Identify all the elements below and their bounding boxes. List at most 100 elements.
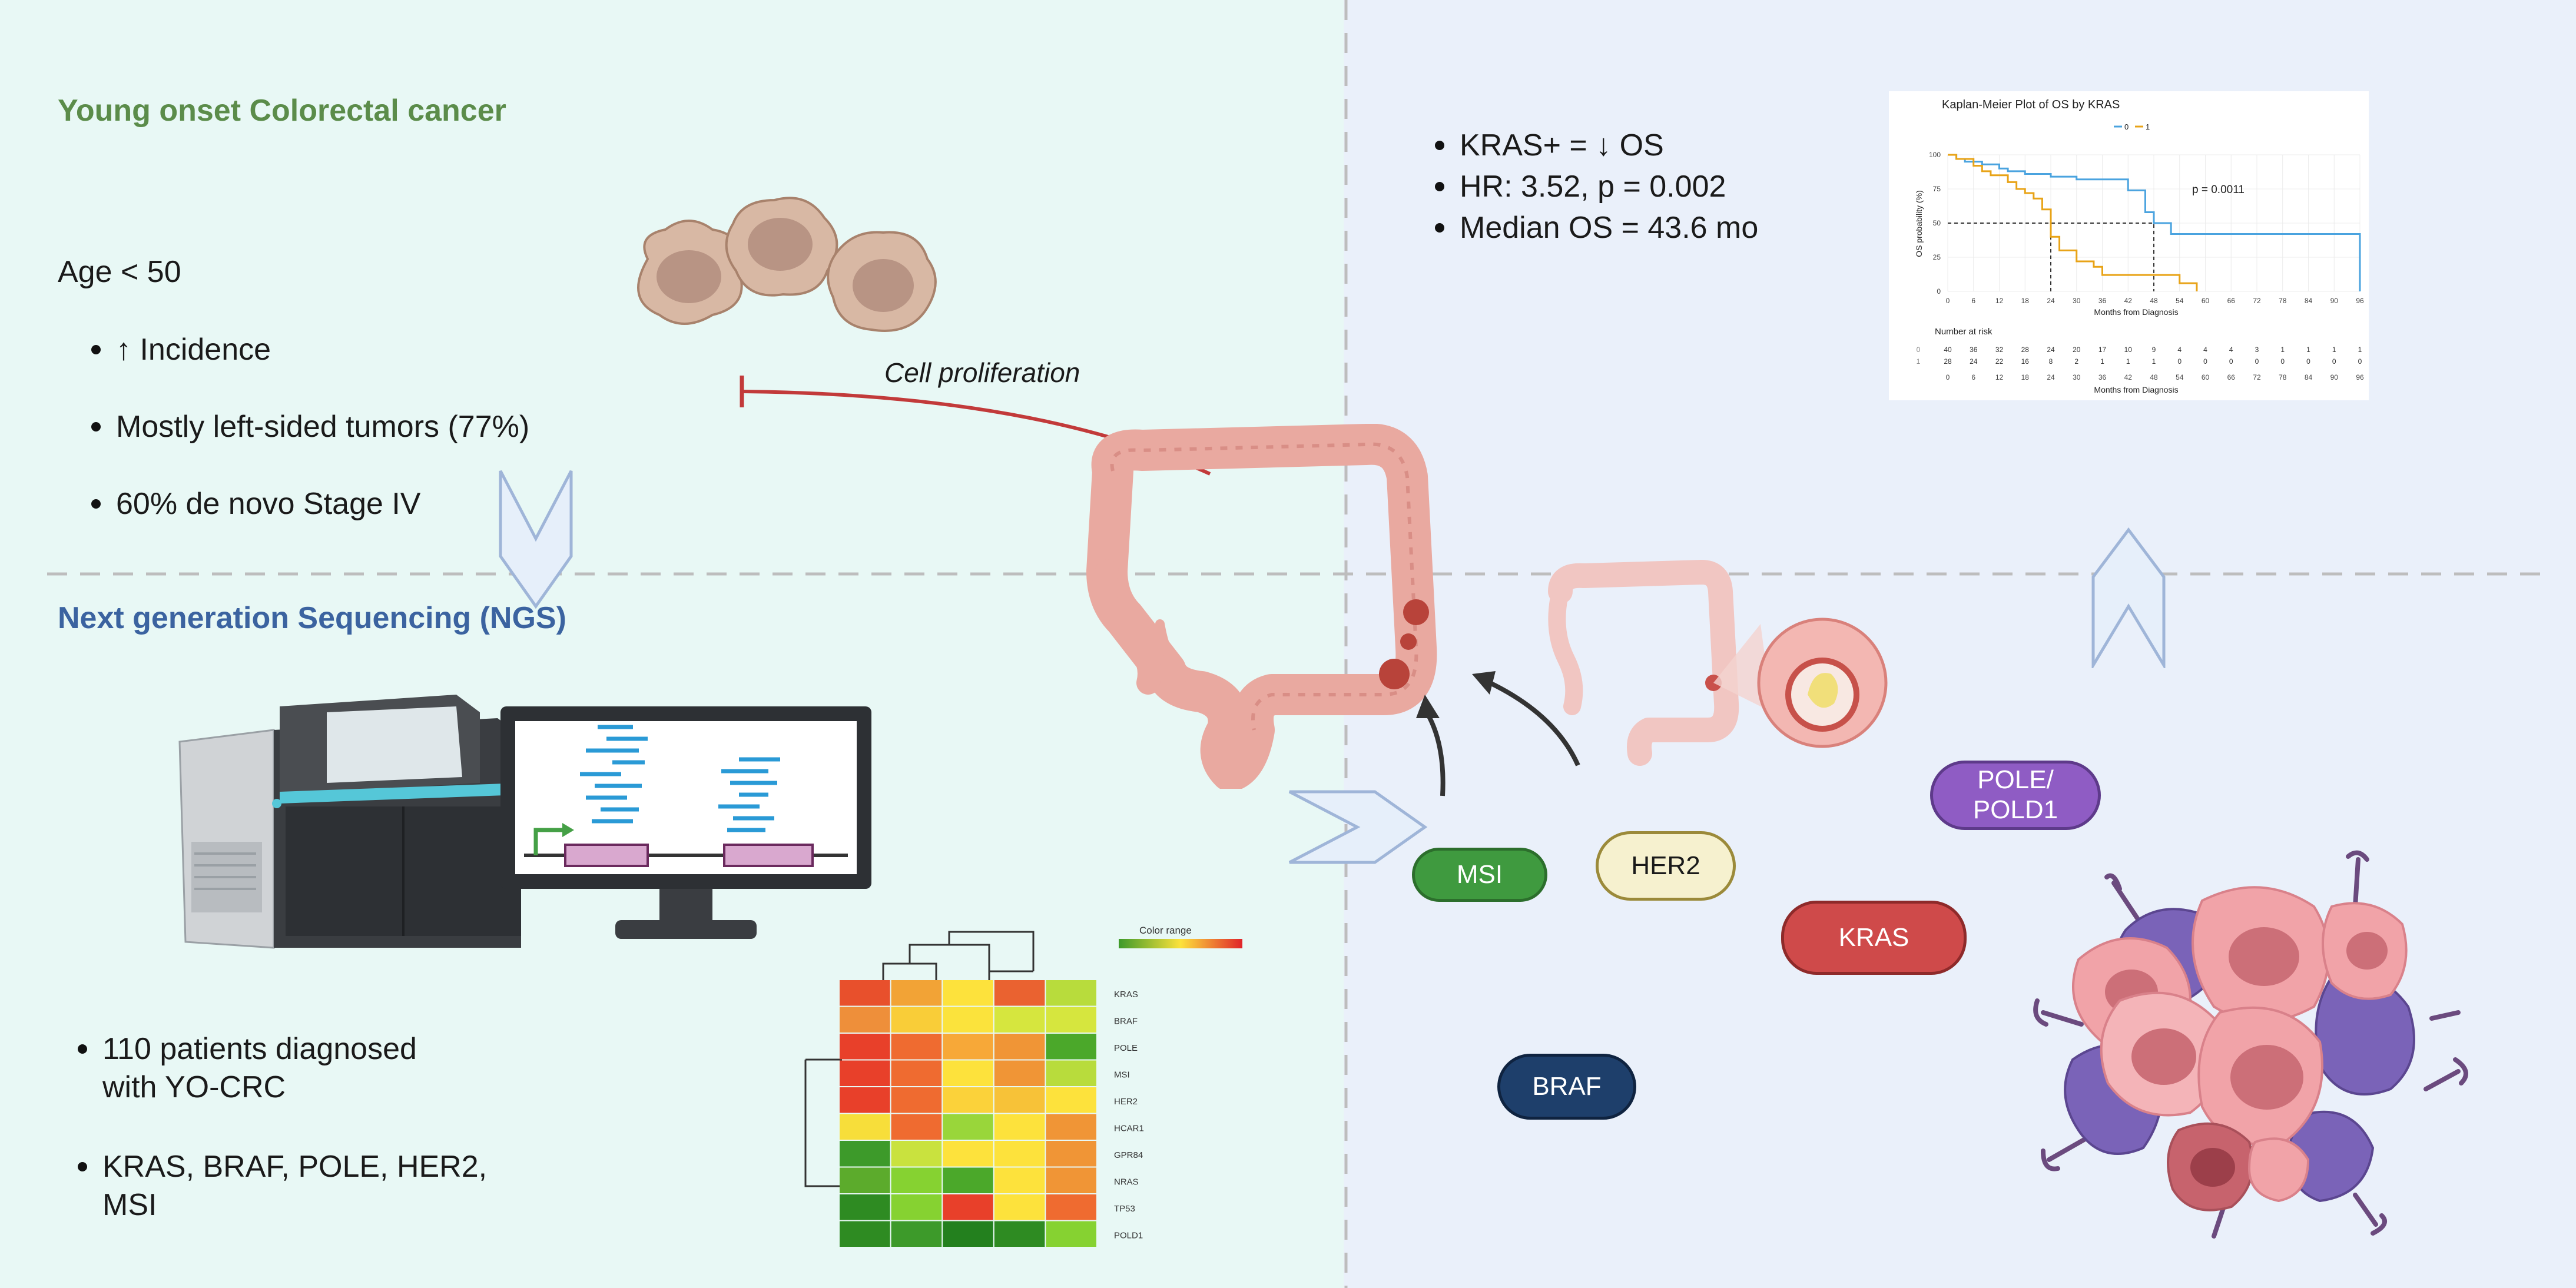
heatmap-row-labels: KRASBRAFPOLEMSIHER2HCAR1GPR84NRASTP53POL… <box>1114 990 1144 1241</box>
cancer-cells-illustration <box>637 197 937 332</box>
km-risk-value: 40 <box>1944 346 1952 354</box>
chevron-down-icon <box>499 470 573 609</box>
km-risk-value: 22 <box>1995 357 2004 366</box>
colon-illustration <box>1086 424 1437 789</box>
km-legend-1: 1 <box>2146 122 2150 131</box>
heatmap-cell <box>891 1221 942 1247</box>
km-risk-value: 0 <box>2280 357 2285 366</box>
km-risk-title: Number at risk <box>1935 327 1992 337</box>
heatmap-cell <box>840 1060 890 1086</box>
heatmap-cell <box>943 1114 993 1140</box>
heatmap-gene-label: NRAS <box>1114 1177 1139 1187</box>
heatmap-cells <box>840 980 1096 1247</box>
km-risk-value: 0 <box>1917 346 1921 354</box>
km-risk-x-tick: 54 <box>2176 373 2184 381</box>
heatmap-cell <box>943 980 993 1006</box>
heatmap-cell <box>943 1007 993 1033</box>
km-x-tick: 72 <box>2253 297 2261 305</box>
heatmap-cell <box>943 1167 993 1193</box>
km-risk-value: 1 <box>2306 346 2310 354</box>
km-x-tick: 60 <box>2202 297 2210 305</box>
heatmap-cell <box>840 1007 890 1033</box>
km-risk-x-tick: 48 <box>2150 373 2158 381</box>
heatmap-cell <box>891 1034 942 1060</box>
km-risk-value: 36 <box>1970 346 1978 354</box>
km-risk-value: 9 <box>2152 346 2156 354</box>
km-x-tick: 36 <box>2098 297 2107 305</box>
heatmap-cell <box>1046 1194 1096 1220</box>
heatmap-cell <box>840 1114 890 1140</box>
braf-pill: BRAF <box>1497 1054 1636 1120</box>
heatmap-cell <box>840 980 890 1006</box>
km-risk-value: 4 <box>2177 346 2182 354</box>
km-x-label: Months from Diagnosis <box>2094 307 2178 317</box>
heatmap-cell <box>994 1034 1045 1060</box>
heatmap-cell <box>891 1194 942 1220</box>
heatmap-cell <box>1046 1060 1096 1086</box>
km-y-tick: 50 <box>1933 219 1941 227</box>
pold1-label: POLD1 <box>1972 795 2058 824</box>
heatmap-cell <box>943 1034 993 1060</box>
km-x-tick: 48 <box>2150 297 2158 305</box>
heatmap: KRASBRAFPOLEMSIHER2HCAR1GPR84NRASTP53POL… <box>804 925 1242 1247</box>
km-risk-x-tick: 18 <box>2021 373 2030 381</box>
km-risk-x-tick: 36 <box>2098 373 2107 381</box>
km-risk-value: 1 <box>2152 357 2156 366</box>
km-y-tick: 25 <box>1933 253 1941 261</box>
km-risk-x-tick: 84 <box>2305 373 2313 381</box>
heatmap-cell <box>891 1114 942 1140</box>
heatmap-cell <box>1046 1034 1096 1060</box>
km-title: Kaplan-Meier Plot of OS by KRAS <box>1942 98 2120 111</box>
km-risk-value: 28 <box>1944 357 1952 366</box>
kaplan-meier-plot: Kaplan-Meier Plot of OS by KRAS 0 1 1 0 0 7… <box>1889 91 2369 400</box>
km-risk-value: 1 <box>2358 346 2362 354</box>
cell-proliferation-label: Cell proliferation <box>884 357 1080 388</box>
heatmap-cell <box>840 1141 890 1167</box>
km-x-tick: 18 <box>2021 297 2030 305</box>
km-risk-value: 0 <box>2255 357 2259 366</box>
heatmap-cell <box>994 980 1045 1006</box>
km-risk-value: 4 <box>2229 346 2233 354</box>
km-x-tick: 30 <box>2073 297 2081 305</box>
heatmap-cell <box>994 1114 1045 1140</box>
km-x-tick: 42 <box>2124 297 2133 305</box>
heatmap-cell <box>891 980 942 1006</box>
km-x-tick: 24 <box>2047 297 2055 305</box>
km-risk-value: 1 <box>2280 346 2285 354</box>
heatmap-cell <box>994 1087 1045 1113</box>
heatmap-gene-label: HCAR1 <box>1114 1123 1144 1133</box>
km-risk-x-tick: 12 <box>1995 373 2004 381</box>
km-risk-x-tick: 60 <box>2202 373 2210 381</box>
km-legend-0: 0 <box>2124 122 2129 131</box>
sequencer-illustration <box>178 695 521 949</box>
km-curves <box>1948 154 2361 291</box>
heatmap-gene-label: POLD1 <box>1114 1230 1143 1240</box>
heatmap-cell <box>994 1194 1045 1220</box>
curved-arrows <box>1416 671 1580 796</box>
heatmap-cell <box>891 1167 942 1193</box>
km-x-tick: 96 <box>2356 297 2364 305</box>
heatmap-cell <box>1046 1221 1096 1247</box>
age-criteria: Age < 50 <box>58 255 181 289</box>
km-risk-value: 17 <box>2098 346 2107 354</box>
heatmap-cell <box>994 1007 1045 1033</box>
heatmap-gene-label: MSI <box>1114 1070 1130 1080</box>
heatmap-cell <box>840 1034 890 1060</box>
msi-pill: MSI <box>1412 848 1547 902</box>
heatmap-cell <box>1046 1114 1096 1140</box>
heatmap-cell <box>994 1221 1045 1247</box>
young-onset-title: Young onset Colorectal cancer <box>58 94 506 128</box>
heatmap-cell <box>994 1060 1045 1086</box>
color-range-gradient <box>1119 939 1242 948</box>
km-risk-value: 1 <box>2126 357 2130 366</box>
km-y-tick: 0 <box>1937 287 1941 296</box>
heatmap-cell <box>943 1060 993 1086</box>
ngs-title: Next generation Sequencing (NGS) <box>58 601 566 635</box>
km-risk-value: 1 <box>1917 357 1921 366</box>
her2-pill: HER2 <box>1596 831 1736 901</box>
heatmap-gene-label: HER2 <box>1114 1097 1138 1107</box>
km-legend: 0 1 <box>2114 122 2150 131</box>
km-y-tick: 75 <box>1933 185 1941 193</box>
